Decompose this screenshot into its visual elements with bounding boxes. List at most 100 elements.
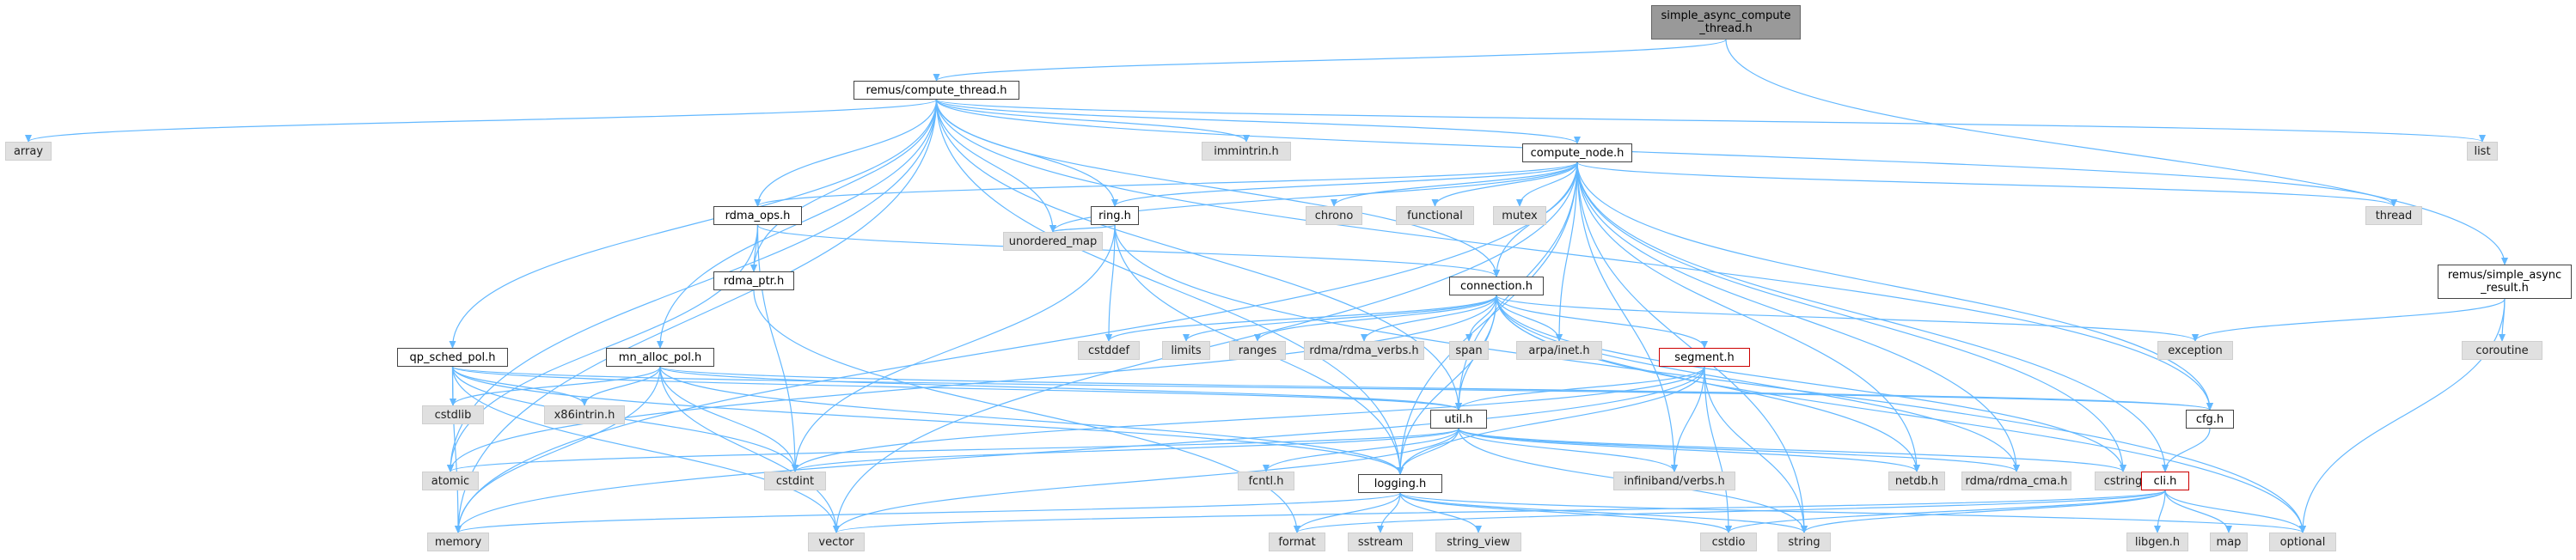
node-cstdint[interactable]: cstdint [764,472,826,490]
node-thread[interactable]: thread [2365,206,2422,225]
node-label: netdb.h [1894,474,1939,488]
edge-mn_alloc_pol-to-memory [455,366,661,533]
node-cfg[interactable]: cfg.h [2186,410,2234,429]
edge-mn_alloc_pol-to-cstdlib [450,366,661,406]
node-array[interactable]: array [5,142,52,161]
edge-compute_node-to-mutex [1516,161,1578,207]
edge-connection-to-rdma_verbs [1361,295,1497,342]
node-cli[interactable]: cli.h [2141,472,2189,490]
node-fcntl[interactable]: fcntl.h [1238,472,1294,490]
node-cstdlib[interactable]: cstdlib [422,405,484,424]
node-label: span [1455,344,1483,357]
node-unordered-map[interactable]: unordered_map [1003,232,1103,251]
node-label: rdma/rdma_verbs.h [1309,344,1419,357]
node-simple-async-compute-thread[interactable]: simple_async_compute _thread.h [1651,5,1801,40]
node-label: infiniband/verbs.h [1624,474,1725,488]
edge-util-to-cstring [1458,428,2126,472]
node-cstddef[interactable]: cstddef [1078,341,1140,360]
node-rdma-cma[interactable]: rdma/rdma_cma.h [1961,472,2071,490]
node-label: coroutine [2475,344,2529,357]
node-map[interactable]: map [2210,533,2248,551]
node-string-view[interactable]: string_view [1435,533,1521,551]
node-netdb[interactable]: netdb.h [1888,472,1945,490]
node-libgen[interactable]: libgen.h [2126,533,2188,551]
node-coroutine[interactable]: coroutine [2462,341,2542,360]
edge-cli-to-cstdio [1725,490,2166,533]
edge-remus_compute_thread-to-thread [935,99,2397,207]
node-label: atomic [431,474,470,488]
node-label: rdma_ops.h [725,209,791,222]
node-mn-alloc-pol[interactable]: mn_alloc_pol.h [606,348,714,367]
node-util[interactable]: util.h [1430,410,1487,429]
edge-segment-to-string [1704,366,1808,533]
edge-rdma_ops-to-cstdint [756,224,798,472]
edge-util-to-fcntl [1263,428,1459,472]
node-logging[interactable]: logging.h [1358,474,1442,493]
edge-compute_node-to-cfg [1576,161,2213,411]
node-functional[interactable]: functional [1396,206,1474,225]
edge-logging-to-memory [455,492,1401,533]
edge-root-to-remus_compute_thread [933,39,1727,82]
node-exception[interactable]: exception [2157,341,2233,360]
node-compute-node[interactable]: compute_node.h [1522,143,1632,162]
node-mutex[interactable]: mutex [1493,206,1546,225]
node-label: immintrin.h [1214,144,1279,158]
node-cstdio[interactable]: cstdio [1700,533,1757,551]
node-remus-compute-thread[interactable]: remus/compute_thread.h [854,81,1019,100]
node-label: ring.h [1098,209,1131,222]
node-label: exception [2168,344,2223,357]
edge-remus_compute_thread-to-unordered_map [935,99,1056,233]
edge-mn_alloc_pol-to-x86intrin [581,366,661,406]
edge-cli-to-optional [2164,490,2306,533]
node-connection[interactable]: connection.h [1449,277,1544,295]
node-optional[interactable]: optional [2269,533,2336,551]
node-ranges[interactable]: ranges [1229,341,1286,360]
edge-compute_node-to-thread [1576,161,2397,207]
edge-remus_compute_thread-to-memory [455,99,938,533]
node-arpa-inet[interactable]: arpa/inet.h [1516,341,1602,360]
node-label: optional [2279,535,2326,549]
node-list[interactable]: list [2467,142,2498,161]
edge-remus_simple_async_result-to-exception [2192,298,2506,342]
node-vector[interactable]: vector [808,533,865,551]
node-format[interactable]: format [1269,533,1325,551]
edge-remus_compute_thread-to-compute_node [935,99,1581,144]
node-label: sstream [1357,535,1404,549]
node-span[interactable]: span [1449,341,1489,360]
node-rdma-ops[interactable]: rdma_ops.h [713,206,802,225]
node-sstream[interactable]: sstream [1348,533,1413,551]
node-label: mn_alloc_pol.h [618,350,702,364]
node-atomic[interactable]: atomic [422,472,479,490]
edge-connection-to-cstring [1496,295,2126,472]
edge-cli-to-libgen [2154,490,2166,533]
edge-mn_alloc_pol-to-util [659,366,1462,411]
edge-cfg-to-cli [2162,428,2211,472]
node-rdma-verbs[interactable]: rdma/rdma_verbs.h [1304,341,1424,360]
node-infiniband-verbs[interactable]: infiniband/verbs.h [1613,472,1735,490]
node-rdma-ptr[interactable]: rdma_ptr.h [713,271,794,290]
node-label: util.h [1444,412,1473,426]
node-qp-sched-pol[interactable]: qp_sched_pol.h [397,348,508,367]
node-remus-simple-async-result[interactable]: remus/simple_async _result.h [2438,265,2572,299]
node-label: chrono [1314,209,1354,222]
node-immintrin[interactable]: immintrin.h [1202,142,1291,161]
node-label: _thread.h [1699,22,1753,35]
edge-mn_alloc_pol-to-logging [659,366,1404,475]
node-segment[interactable]: segment.h [1659,348,1750,367]
node-label: cstdlib [434,408,472,422]
edge-mn_alloc_pol-to-cfg [659,366,2213,411]
node-limits[interactable]: limits [1162,341,1210,360]
node-label: connection.h [1460,279,1533,293]
node-label: remus/compute_thread.h [866,83,1007,97]
node-ring[interactable]: ring.h [1091,206,1139,225]
node-label: rdma_ptr.h [723,274,785,288]
node-string[interactable]: string [1778,533,1831,551]
node-chrono[interactable]: chrono [1306,206,1362,225]
edge-qp_sched_pol-to-memory [451,366,462,533]
node-x86intrin[interactable]: x86intrin.h [544,405,625,424]
edge-compute_node-to-arpa_inet [1556,161,1578,342]
node-memory[interactable]: memory [427,533,489,551]
node-label: x86intrin.h [554,408,615,422]
node-label: arpa/inet.h [1528,344,1590,357]
node-cstring[interactable]: cstring [2095,472,2151,490]
